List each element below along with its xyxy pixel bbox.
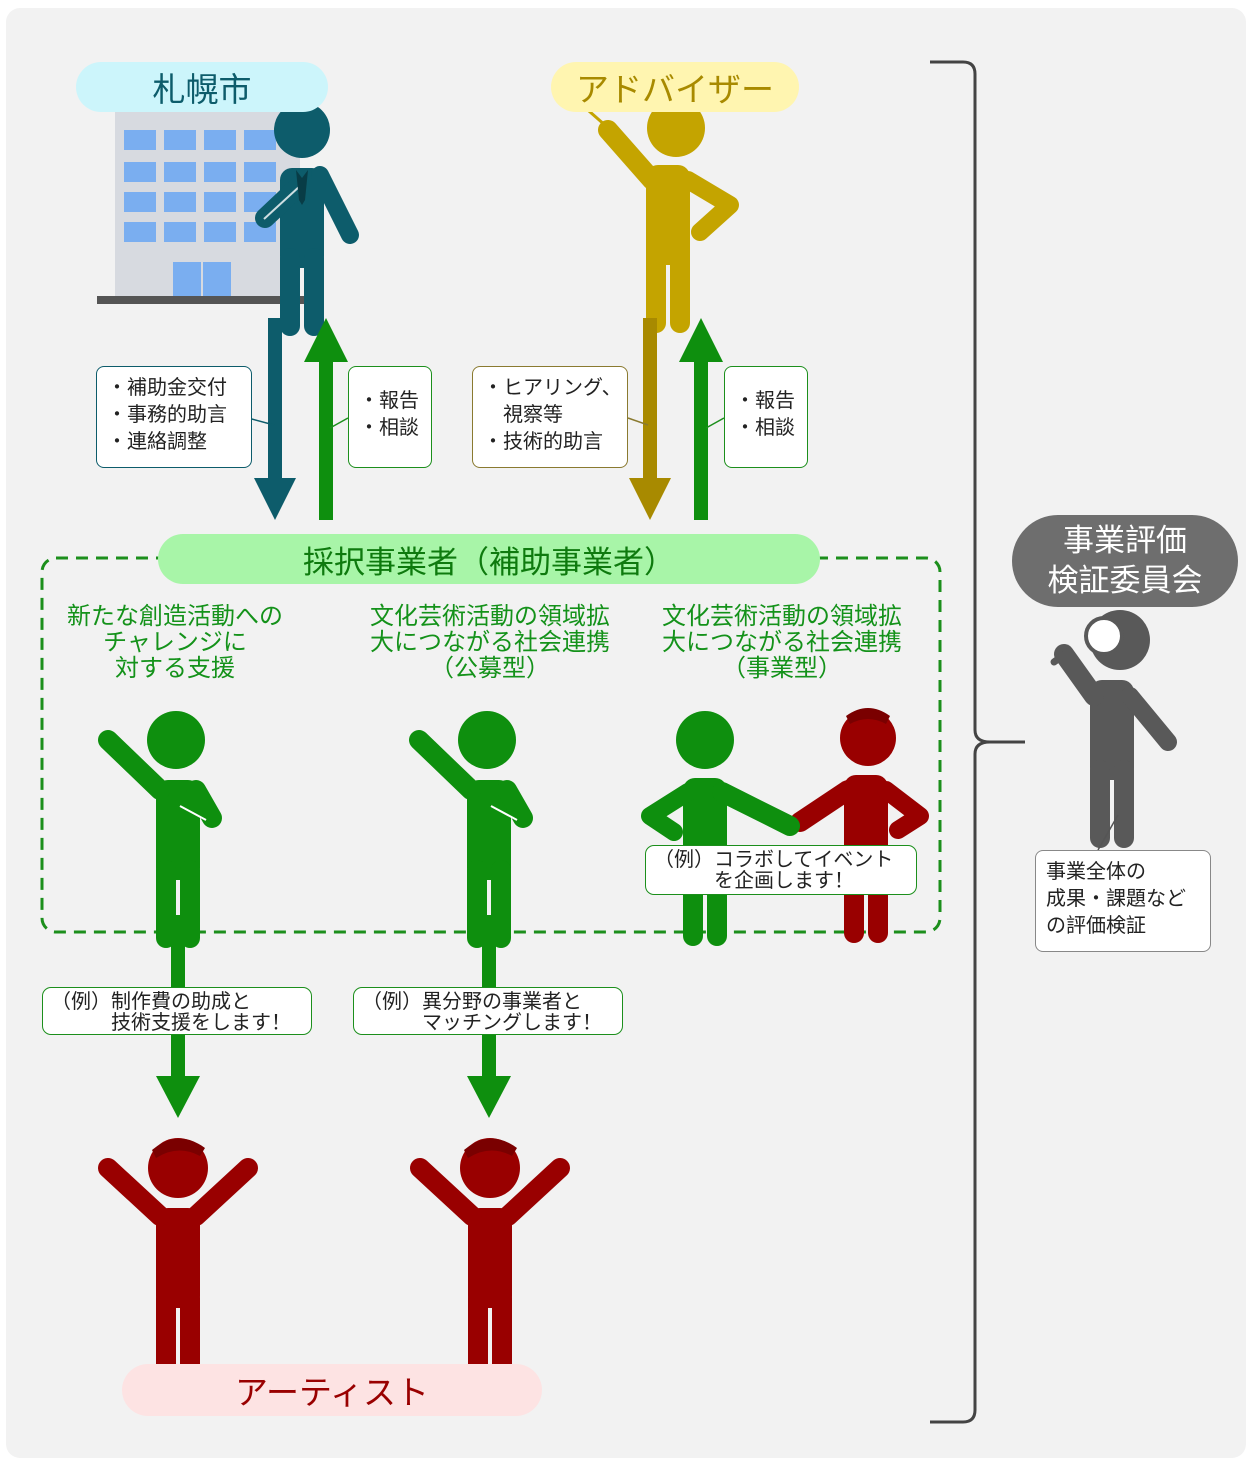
operator-2-icon [409,711,533,948]
category-challenge: 新たな創造活動への チャレンジに 対する支援 [67,602,283,682]
artist-2-icon [410,1138,570,1376]
example-box-2: （例）異分野の事業者と マッチングします！ [353,987,623,1035]
category-public-offering: 文化芸術活動の領域拡 大につながる社会連携 （公募型） [370,602,610,682]
grouping-bracket [930,60,1025,1424]
city-report-arrow [304,318,348,520]
committee-member-icon [1050,610,1177,848]
advisor-report-box: ・報告 ・相談 [724,366,808,468]
city-support-box: ・補助金交付 ・事務的助言 ・連絡調整 [96,366,252,468]
category-business-type: 文化芸術活動の領域拡 大につながる社会連携 （事業型） [662,602,902,682]
artist-label: アーティスト [122,1364,542,1416]
advisor-support-arrow [629,318,671,520]
advisor-report-arrow [679,318,723,520]
example-box-3: （例）コラボしてイベント を企画します！ [645,845,917,895]
city-report-box: ・報告 ・相談 [348,366,432,468]
background-panel [6,8,1246,1458]
committee-note-box: 事業全体の 成果・課題など の評価検証 [1035,850,1211,952]
advisor-icon [555,80,739,333]
city-label: 札幌市 [76,62,328,112]
example-box-1: （例）制作費の助成と 技術支援をします！ [42,987,312,1035]
operator-1-icon [98,711,222,948]
collaboration-pair-icon [641,708,929,946]
city-official-icon [255,102,359,336]
committee-label: 事業評価 検証委員会 [1012,515,1238,607]
operator-region [40,556,942,934]
advisor-support-box: ・ヒアリング、 視察等 ・技術的助言 [472,366,628,468]
city-support-arrow [254,318,296,520]
advisor-label: アドバイザー [551,62,799,112]
artist-1-icon [98,1138,258,1376]
operator-label: 採択事業者（補助事業者） [158,534,820,584]
